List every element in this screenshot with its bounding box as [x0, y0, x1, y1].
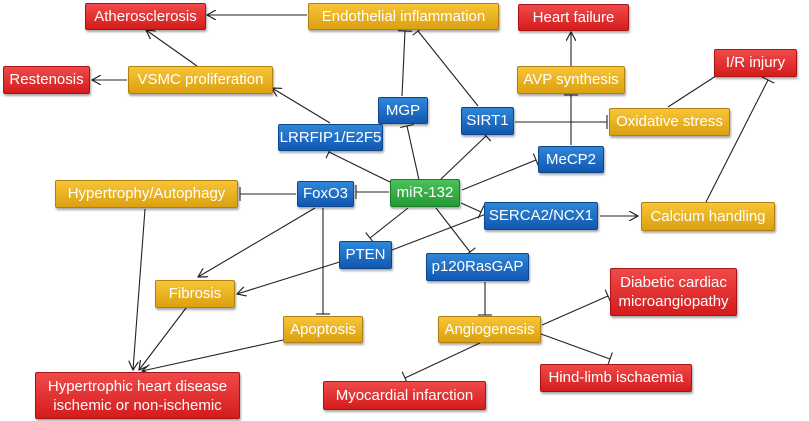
node-myocardial-infarction: Myocardial infarction: [323, 381, 486, 410]
node-mgp: MGP: [378, 97, 428, 124]
edge-mir132-to-p120: [435, 207, 476, 257]
node-diabetic-cardiac-microangiopathy: Diabetic cardiac microangiopathy: [610, 268, 737, 316]
node-p120rasgap: p120RasGAP: [426, 253, 529, 281]
node-hypertrophy-autophagy: Hypertrophy/Autophagy: [55, 180, 238, 208]
node-heart-failure: Heart failure: [518, 4, 629, 31]
node-fibrosis: Fibrosis: [155, 280, 235, 308]
hhd-line-1: Hypertrophic heart disease: [47, 377, 228, 395]
edge-serca2-to-pten: [391, 213, 487, 251]
node-avp-synthesis: AVP synthesis: [517, 66, 625, 94]
edge-angio-to-hindlimb: [540, 333, 613, 366]
edge-foxo3-to-fibrosis: [198, 207, 316, 277]
edge-mir132-to-pten: [365, 207, 409, 244]
node-mecp2: MeCP2: [538, 146, 604, 173]
edge-mir132-to-mecp2: [461, 153, 540, 191]
node-pten: PTEN: [339, 241, 392, 269]
node-sirt1: SIRT1: [461, 107, 514, 135]
node-apoptosis: Apoptosis: [283, 316, 363, 343]
edge-apoptosis-to-hhd: [142, 339, 284, 371]
edge-sirt1-to-endothelial: [412, 26, 479, 107]
node-ir-injury: I/R injury: [714, 49, 797, 77]
diabetic-line-1: Diabetic cardiac: [620, 274, 727, 291]
edge-vsmc-to-atherosclerosis: [146, 30, 198, 67]
edge-angio-to-diabetic: [541, 289, 612, 326]
edge-calcium-to-ir: [705, 76, 775, 203]
node-angiogenesis: Angiogenesis: [438, 316, 541, 343]
node-lrrfip1-e2f5: LRRFIP1/E2F5: [278, 124, 383, 151]
node-restenosis: Restenosis: [3, 66, 90, 94]
node-oxidative-stress: Oxidative stress: [609, 108, 730, 136]
node-vsmc-proliferation: VSMC proliferation: [128, 66, 273, 94]
node-serca2-ncx1: SERCA2/NCX1: [484, 202, 598, 230]
node-foxo3: FoxO3: [297, 181, 354, 207]
edge-angio-to-mi: [401, 342, 481, 385]
edge-fibrosis-to-hhd: [139, 307, 187, 370]
edge-mir132-to-mgp: [400, 123, 420, 181]
edge-mir132-to-serca2: [460, 202, 485, 219]
edge-pten-to-fibrosis: [237, 259, 347, 294]
node-hypertrophic-heart-disease: Hypertrophic heart disease ischemic or n…: [35, 372, 240, 419]
node-endothelial-inflammation: Endothelial inflammation: [308, 3, 499, 30]
edge-mgp-to-endothelial: [397, 30, 413, 97]
edge-lrrfip1-to-vsmc: [272, 88, 331, 124]
edge-hypertrophy-to-hhd: [133, 208, 146, 370]
hhd-line-2: ischemic or non-ischemic: [53, 396, 222, 414]
node-calcium-handling: Calcium handling: [641, 202, 775, 231]
node-mir-132: miR-132: [390, 179, 460, 207]
node-atherosclerosis: Atherosclerosis: [85, 3, 206, 30]
edge-mir132-to-lrrfip1: [325, 145, 393, 184]
diabetic-line-2: microangiopathy: [618, 293, 729, 310]
node-hind-limb-ischaemia: Hind-limb ischaemia: [540, 364, 692, 392]
edge-mir132-to-sirt1: [439, 130, 492, 181]
